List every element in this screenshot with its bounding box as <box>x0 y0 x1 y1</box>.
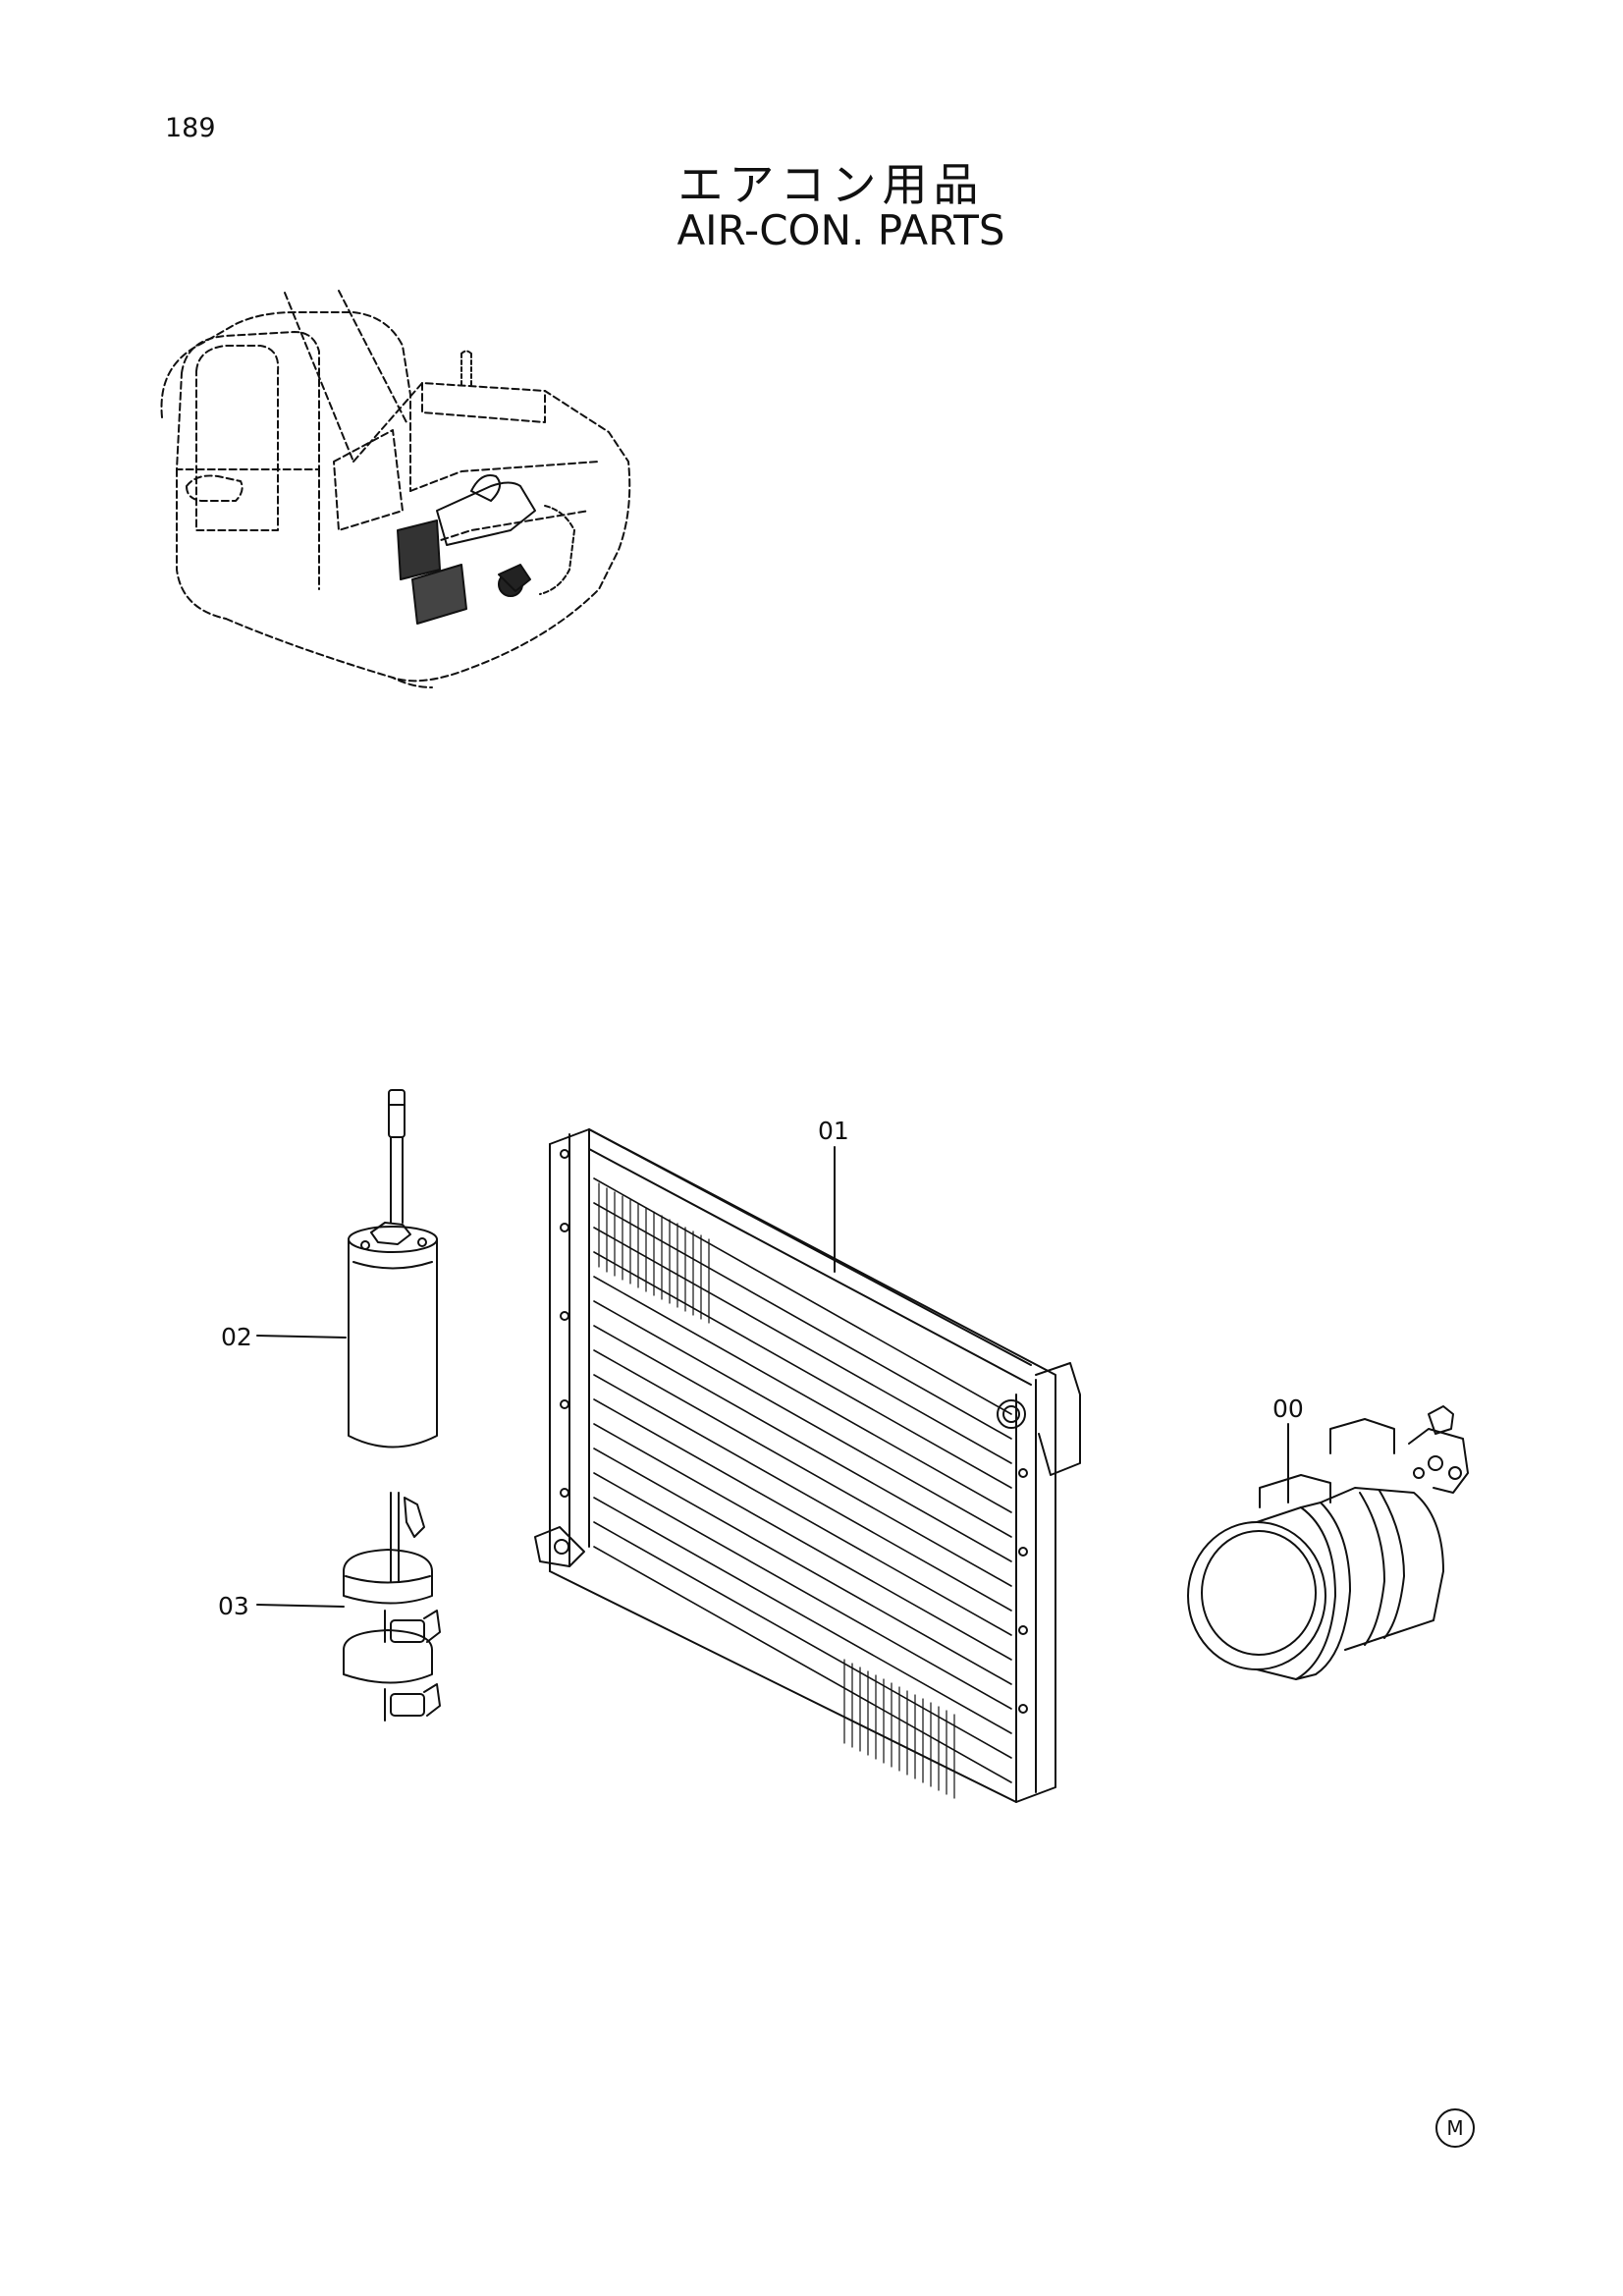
page-title-english: AIR-CON. PARTS <box>676 206 1005 254</box>
part-ref-02: 02 <box>221 1323 252 1351</box>
part-ref-01: 01 <box>818 1117 849 1145</box>
excavator-locator-illustration <box>160 290 631 688</box>
compressor-drawing <box>1187 1405 1469 1680</box>
receiver-dryer-drawing <box>348 1089 438 1449</box>
page-title-japanese: エアコン用品 <box>677 158 985 211</box>
condenser-drawing <box>534 1128 1081 1803</box>
page-number: 189 <box>165 113 216 143</box>
part-ref-00: 00 <box>1272 1394 1304 1423</box>
leader-lines <box>256 1146 1289 1608</box>
mounting-bands-drawing <box>343 1492 441 1722</box>
part-ref-03: 03 <box>218 1592 249 1620</box>
manufacturer-mark: M <box>1435 2108 1475 2148</box>
